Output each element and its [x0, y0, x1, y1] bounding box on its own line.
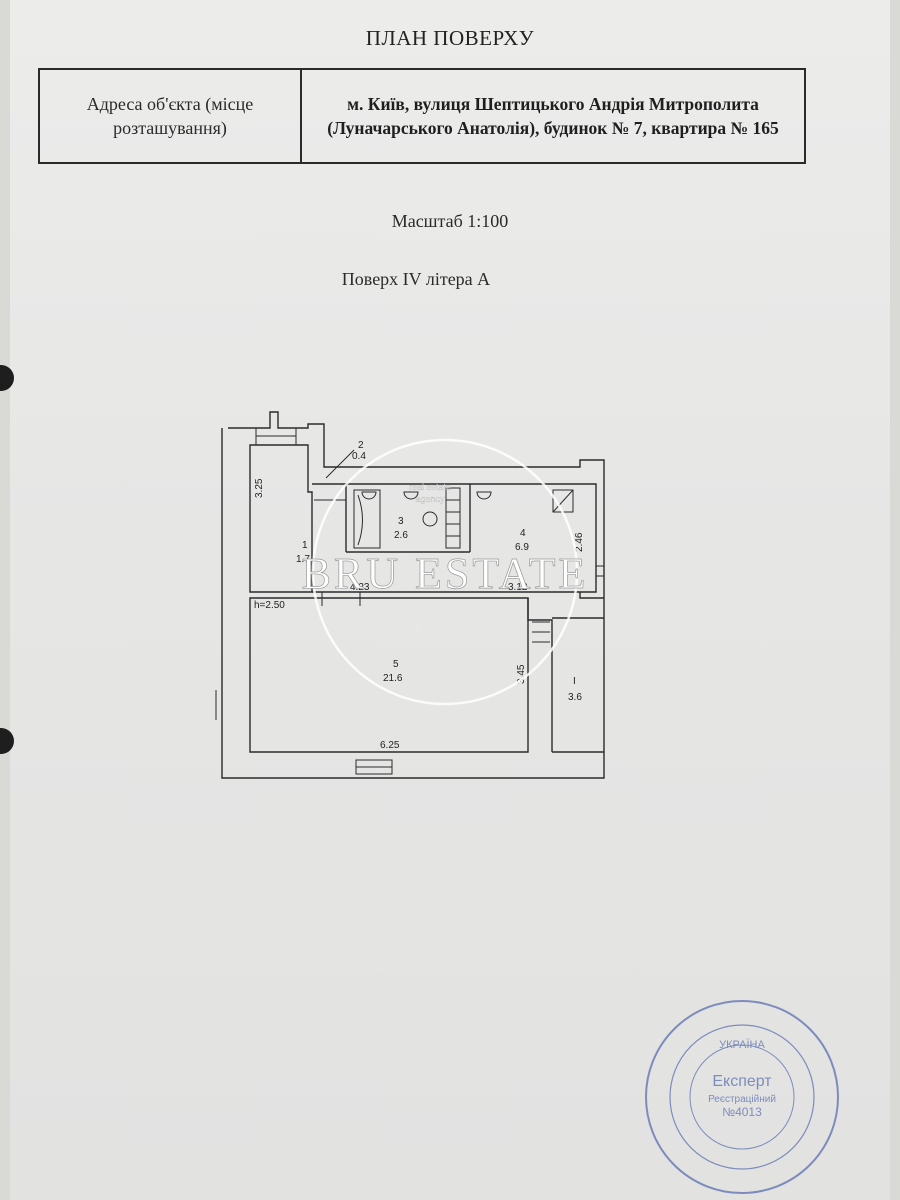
room-3-number: 3 — [398, 516, 404, 527]
stamp-registration-label: Реєстраційний — [708, 1094, 776, 1105]
room-2-area: 0.4 — [352, 451, 366, 462]
room-1-number: 1 — [302, 540, 308, 551]
dimension-3-25: 3.25 — [254, 478, 265, 498]
dimension-4-23: 4.23 — [350, 582, 370, 593]
room-4-area: 6.9 — [515, 542, 529, 553]
document-sheet — [10, 0, 890, 1200]
room-5-area: 21.6 — [383, 673, 403, 684]
stamp-country: УКРАЇНА — [719, 1039, 765, 1051]
scale-caption: Масштаб 1:100 — [391, 211, 509, 231]
plan-labels: 1 1.7 2 0.4 3 2.6 4 6.9 5 21.6 I 3.6 3.2… — [254, 440, 585, 751]
watermark-brand: BRU ESTATE — [302, 549, 589, 598]
watermark: BRU ESTATE real estate agency ESTD. 2022 — [301, 438, 589, 706]
dimension-3-45: 3.45 — [516, 664, 527, 684]
plan-details — [215, 428, 605, 775]
watermark-top2: agency — [415, 494, 445, 504]
room-5-number: 5 — [393, 659, 399, 670]
room-I-area: 3.6 — [568, 692, 582, 703]
address-label: Адреса об'єкта (місце розташування) — [40, 70, 302, 162]
address-table: Адреса об'єкта (місце розташування) м. К… — [38, 68, 806, 164]
stamp-center: Експерт — [712, 1073, 772, 1090]
room-I-number: I — [573, 676, 576, 687]
room-3-area: 2.6 — [394, 530, 408, 541]
watermark-top: real estate — [409, 482, 451, 492]
floor-caption: Поверх IV літера А — [341, 269, 491, 289]
plan-walls — [221, 411, 605, 779]
dimension-2-46: 2.46 — [574, 532, 585, 552]
dimension-3-12: 3.12 — [508, 582, 528, 593]
room-4-number: 4 — [520, 528, 526, 539]
room-2-number: 2 — [358, 440, 364, 451]
address-value: м. Київ, вулиця Шептицького Андрія Митро… — [327, 94, 779, 138]
ceiling-height: h=2.50 — [254, 600, 285, 611]
binder-hole-bottom — [0, 728, 14, 754]
official-stamp: УКРАЇНА Експерт Реєстраційний №4013 — [645, 1000, 839, 1194]
binder-hole-top — [0, 365, 14, 391]
dimension-6-25: 6.25 — [380, 740, 400, 751]
room-1-area: 1.7 — [296, 554, 310, 565]
stamp-registration-no: №4013 — [722, 1105, 762, 1119]
page-title: ПЛАН ПОВЕРХУ — [365, 26, 535, 50]
watermark-est: ESTD. 2022 — [415, 621, 475, 633]
